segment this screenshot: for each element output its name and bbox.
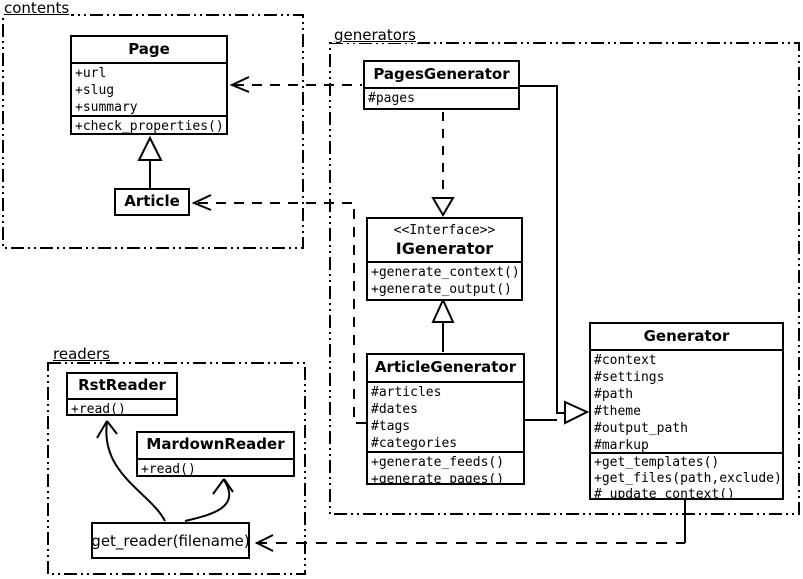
association-arrow-getreader-to-rstreader xyxy=(96,420,166,522)
dependency-arrow-pagesgenerator-to-page xyxy=(229,76,362,93)
class-page-methods: +check_properties() xyxy=(72,115,226,133)
class-page-attributes: +url +slug +summary xyxy=(72,62,226,115)
package-generators-border xyxy=(329,42,800,515)
class-igenerator-stereotype: <<Interface>> xyxy=(393,223,496,238)
class-mardownreader-name: MardownReader xyxy=(146,435,285,453)
class-articlegenerator-name: ArticleGenerator xyxy=(374,358,517,376)
class-articlegenerator: ArticleGenerator #articles #dates #tags … xyxy=(366,353,525,485)
package-label-generators: generators xyxy=(332,26,418,44)
dependency-arrow-generator-to-getreader xyxy=(254,500,686,552)
class-igenerator-header: <<Interface>> IGenerator xyxy=(368,219,521,261)
class-rstreader-methods: +read() xyxy=(68,398,176,414)
class-generator-attributes: #context #settings #path #theme #output_… xyxy=(591,349,782,453)
class-articlegenerator-attributes: #articles #dates #tags #categories xyxy=(368,381,523,451)
class-pagesgenerator-name: PagesGenerator xyxy=(373,65,510,83)
function-get-reader: get_reader(filename) xyxy=(91,522,250,559)
class-articlegenerator-methods: +generate_feeds() +generate_pages() xyxy=(368,451,523,483)
class-igenerator: <<Interface>> IGenerator +generate_conte… xyxy=(366,217,523,301)
realization-arrow-articlegenerator-to-igenerator xyxy=(431,297,455,352)
class-page-name: Page xyxy=(128,40,170,58)
association-arrow-getreader-to-mardownreader xyxy=(184,478,234,522)
class-generator: Generator #context #settings #path #them… xyxy=(589,322,784,500)
package-contents-border xyxy=(2,14,304,249)
package-label-contents: contents xyxy=(2,0,72,17)
class-pagesgenerator-attributes: #pages xyxy=(365,87,518,108)
dependency-arrow-articlegenerator-to-article xyxy=(191,194,366,424)
class-mardownreader: MardownReader +read() xyxy=(136,431,295,477)
function-get-reader-label: get_reader(filename) xyxy=(91,531,250,550)
class-igenerator-name: IGenerator xyxy=(395,239,494,258)
class-igenerator-methods: +generate_context() +generate_output() xyxy=(368,261,521,299)
class-rstreader-name: RstReader xyxy=(78,376,166,394)
class-generator-name: Generator xyxy=(643,327,730,345)
realization-arrow-pagesgenerator-to-igenerator xyxy=(431,112,455,217)
inheritance-arrow-article-to-page xyxy=(137,135,163,189)
class-page: Page +url +slug +summary +check_properti… xyxy=(70,35,228,135)
package-label-readers: readers xyxy=(51,345,112,363)
class-article-name: Article xyxy=(124,192,180,210)
class-mardownreader-methods: +read() xyxy=(138,458,293,475)
class-article: Article xyxy=(114,188,190,216)
package-readers-border xyxy=(47,362,306,575)
class-pagesgenerator: PagesGenerator #pages xyxy=(363,60,520,110)
inheritance-arrow-generators-to-generator xyxy=(520,85,590,425)
class-rstreader: RstReader +read() xyxy=(66,372,178,416)
class-generator-methods: +get_templates() +get_files(path,exclude… xyxy=(591,452,782,498)
